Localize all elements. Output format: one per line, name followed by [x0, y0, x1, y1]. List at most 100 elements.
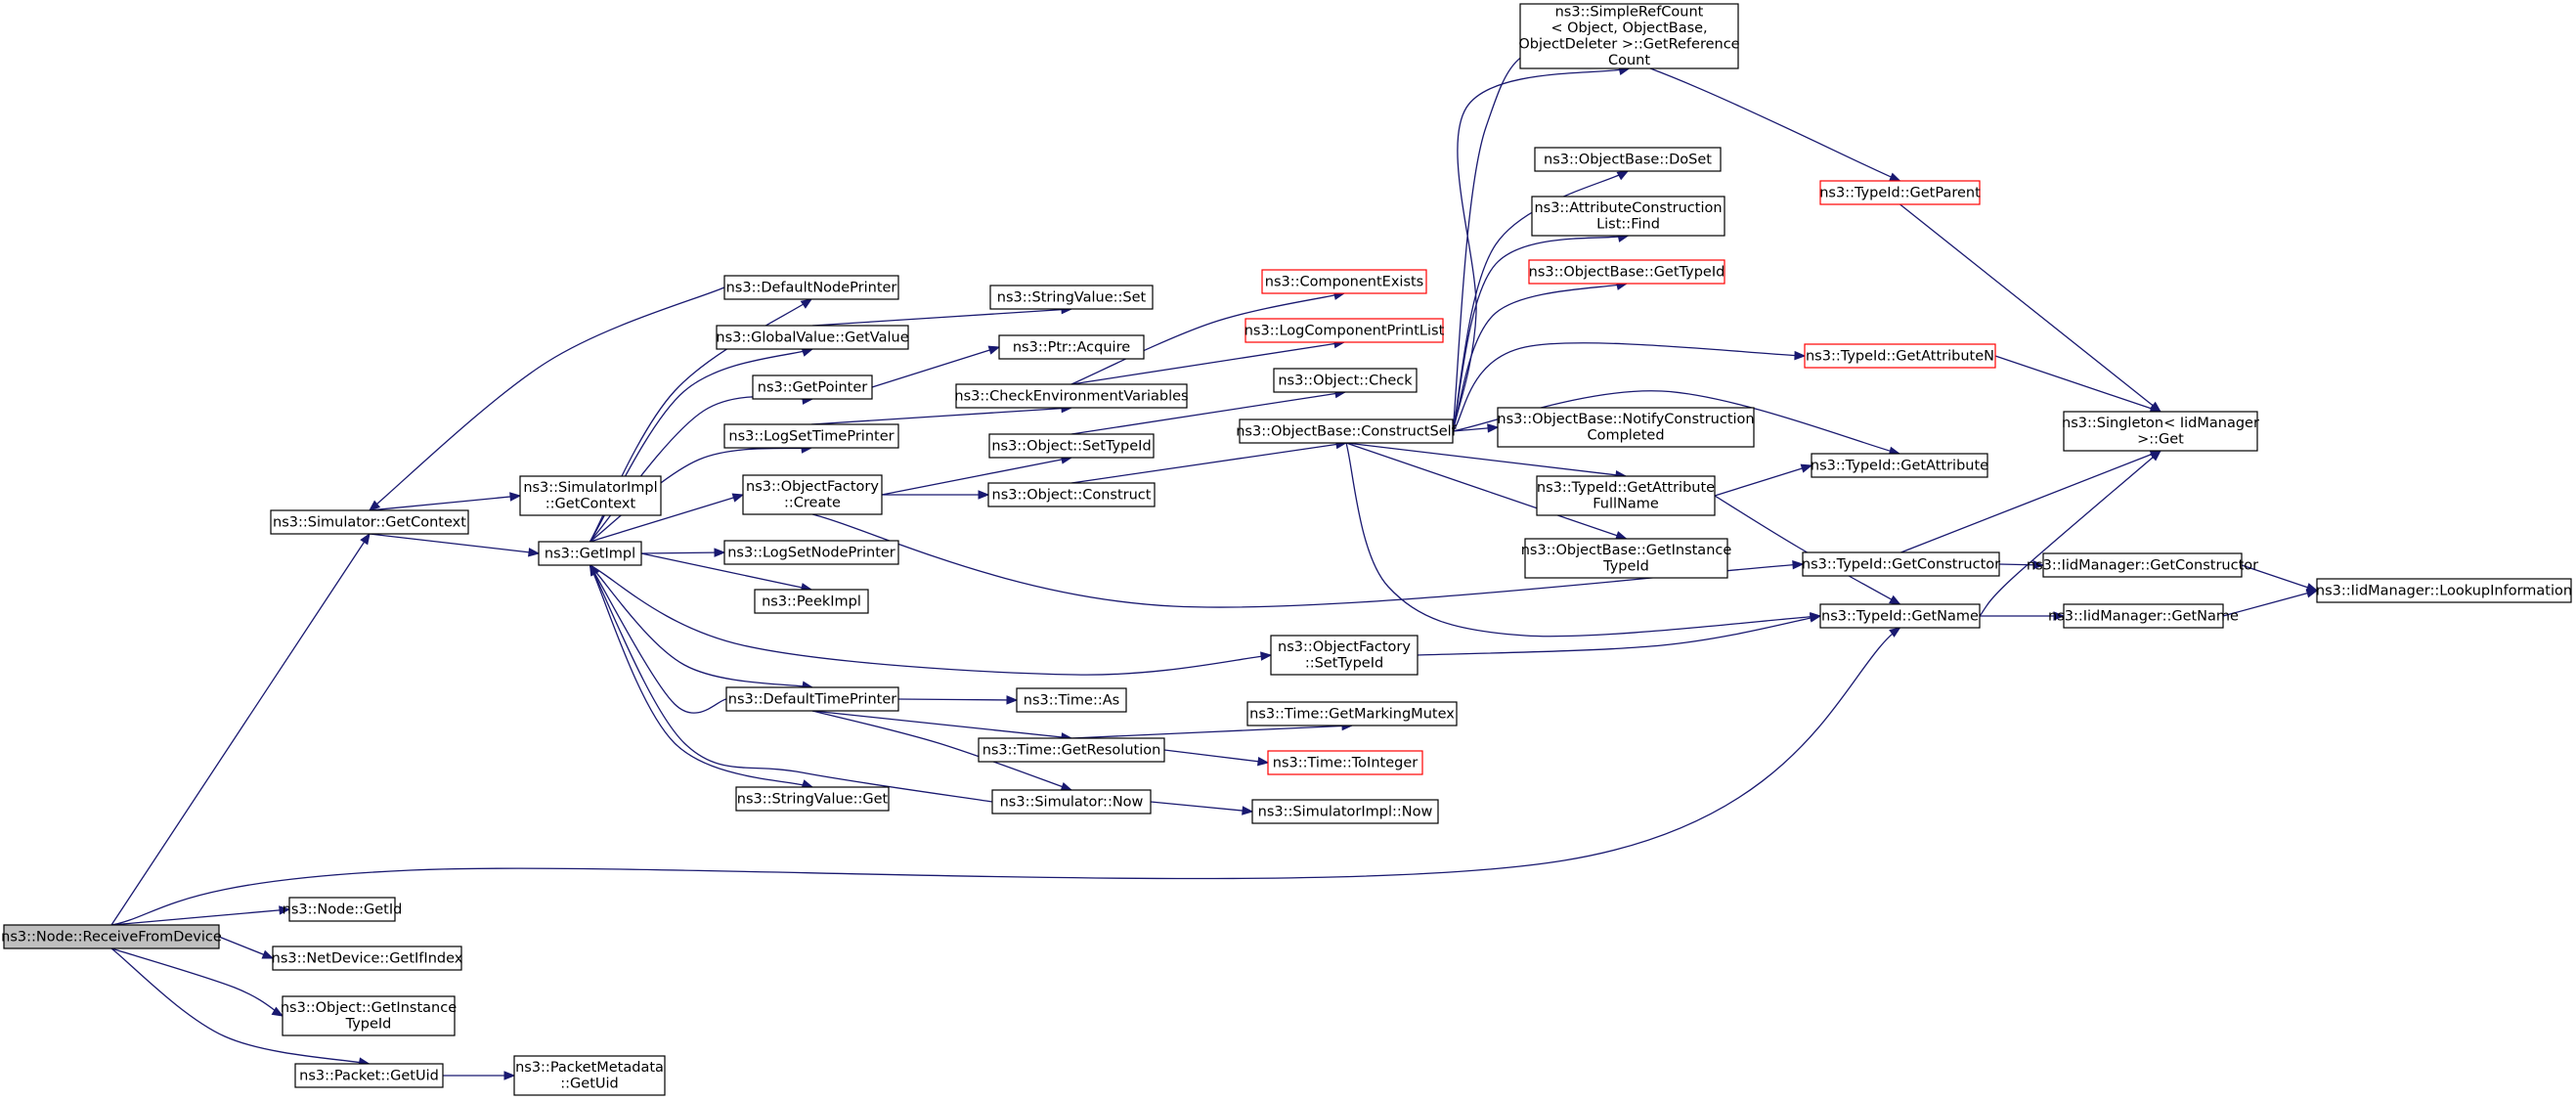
function-node[interactable]: ns3::ObjectBase::DoSet [1534, 147, 1722, 172]
function-node[interactable]: ns3::GlobalValue::GetValue [716, 325, 909, 350]
node-box [2063, 411, 2258, 452]
function-node[interactable]: ns3::TypeId::GetAttribute [1811, 453, 1988, 478]
function-node[interactable]: ns3::TypeId::GetName [1819, 603, 1981, 629]
node-label: ns3::ObjectBase::ConstructSelf [1236, 423, 1457, 439]
function-node[interactable]: ns3::SimulatorImpl::Now [1251, 799, 1439, 824]
node-label: ::SetTypeId [1305, 656, 1383, 672]
node-label: ::GetUid [560, 1077, 618, 1092]
function-node[interactable]: ns3::Time::GetMarkingMutex [1246, 701, 1458, 726]
node-box [978, 737, 1165, 763]
function-node[interactable]: ns3::TypeId::GetConstructor [1802, 551, 2000, 577]
node-box [723, 275, 899, 300]
function-node[interactable]: ns3::NetDevice::GetIfIndex [272, 946, 463, 971]
call-edge [897, 698, 1018, 701]
function-node[interactable]: ns3::DefaultTimePrinter [725, 686, 899, 712]
function-node[interactable]: ns3::Time::ToInteger [1267, 750, 1423, 775]
call-edge [589, 494, 744, 543]
node-box [1804, 343, 1996, 369]
function-node[interactable]: ns3::LogSetTimePrinter [723, 423, 899, 449]
function-node[interactable]: ns3::Time::GetResolution [978, 737, 1165, 763]
function-node[interactable]: ns3::SimpleRefCount< Object, ObjectBase,… [1518, 3, 1740, 69]
node-box [752, 374, 873, 400]
node-label: ns3::ObjectBase::NotifyConstruction [1497, 412, 1754, 427]
call-edge [369, 286, 725, 511]
node-label: ns3::Node::GetId [283, 902, 403, 917]
function-node[interactable]: ns3::LogSetNodePrinter [723, 540, 899, 565]
function-node[interactable]: ns3::Time::As [1016, 687, 1127, 713]
node-label: TypeId [1602, 559, 1649, 575]
function-node[interactable]: ns3::Singleton< IidManager >::Get [2062, 411, 2259, 452]
function-node[interactable]: ns3::GetPointer [752, 374, 873, 400]
node-label: ns3::DefaultTimePrinter [728, 691, 896, 707]
node-box [723, 540, 899, 565]
function-node[interactable]: ns3::ObjectBase::GetTypeId [1528, 259, 1725, 285]
function-node[interactable]: ns3::Object::SetTypeId [988, 433, 1155, 459]
node-box [1239, 418, 1454, 444]
root-function-node: ns3::Node::ReceiveFromDevice [1, 924, 222, 949]
node-label: ns3::TypeId::GetParent [1819, 185, 1981, 200]
arrowhead [368, 500, 381, 511]
function-node[interactable]: ns3::Ptr::Acquire [998, 334, 1145, 360]
node-label: ns3::Time::GetMarkingMutex [1249, 706, 1455, 722]
node-label: TypeId [345, 1017, 392, 1033]
function-node[interactable]: ns3::ObjectFactory::Create [742, 474, 883, 515]
call-edge [881, 457, 1072, 496]
node-box [294, 1063, 444, 1088]
call-edge [1070, 725, 1353, 739]
arrowhead [2032, 560, 2045, 570]
node-box [1246, 701, 1458, 726]
node-label: ns3::Ptr::Acquire [1013, 339, 1130, 355]
node-box [742, 474, 883, 515]
node-box [513, 1055, 666, 1096]
arrowhead [279, 905, 291, 915]
function-node[interactable]: ns3::ComponentExists [1261, 269, 1427, 294]
node-box [988, 433, 1155, 459]
function-node[interactable]: ns3::ObjectBase::NotifyConstructionCompl… [1497, 407, 1755, 448]
function-node[interactable]: ns3::GetImpl [538, 541, 642, 566]
function-node[interactable]: ns3::CheckEnvironmentVariables [954, 383, 1189, 409]
function-node[interactable]: ns3::TypeId::GetAttributeN [1804, 343, 1996, 369]
node-box [1819, 603, 1981, 629]
call-edge [1714, 495, 1900, 605]
function-node[interactable]: ns3::ObjectBase::ConstructSelf [1236, 418, 1458, 444]
function-node[interactable]: ns3::ObjectFactory::SetTypeId [1270, 635, 1419, 676]
node-label: >::Get [2137, 432, 2184, 448]
function-node[interactable]: ns3::Simulator::GetContext [270, 509, 469, 535]
node-label: FullName [1593, 497, 1659, 512]
function-node[interactable]: ns3::SimulatorImpl::GetContext [519, 475, 662, 516]
function-node[interactable]: ns3::StringValue::Get [735, 786, 890, 812]
node-box [1270, 635, 1419, 676]
function-node[interactable]: ns3::LogComponentPrintList [1244, 318, 1445, 343]
call-edge [640, 552, 812, 591]
function-node[interactable]: ns3::StringValue::Set [989, 285, 1154, 310]
call-edge [589, 395, 813, 543]
function-node[interactable]: ns3::Node::GetId [283, 897, 403, 922]
function-node[interactable]: ns3::Packet::GetUid [294, 1063, 444, 1088]
function-node[interactable]: ns3::IidManager::GetConstructor [2027, 552, 2258, 578]
call-edge [110, 947, 370, 1065]
node-label: ns3::StringValue::Set [997, 289, 1147, 305]
node-box [989, 285, 1154, 310]
function-node[interactable]: ns3::IidManager::GetName [2048, 603, 2239, 629]
call-edge [871, 346, 1000, 388]
arrowhead [503, 1071, 516, 1080]
function-node[interactable]: ns3::Object::Check [1273, 368, 1418, 393]
call-edge [1345, 442, 1627, 477]
function-node[interactable]: ns3::TypeId::GetParent [1819, 180, 1981, 205]
node-box [1244, 318, 1444, 343]
call-edge [1452, 235, 1629, 432]
call-edge [369, 533, 540, 554]
call-edge [1452, 283, 1628, 432]
function-node[interactable]: ns3::Simulator::Now [991, 789, 1152, 814]
function-node[interactable]: ns3::DefaultNodePrinter [723, 275, 899, 300]
function-node[interactable]: ns3::IidManager::LookupInformation [2316, 578, 2572, 603]
function-node[interactable]: ns3::PeekImpl [754, 589, 869, 614]
function-node[interactable]: ns3::Object::Construct [987, 482, 1156, 507]
node-label: ns3::Object::Construct [992, 487, 1152, 503]
function-node[interactable]: ns3::PacketMetadata::GetUid [513, 1055, 666, 1096]
node-label: ns3::ObjectBase::DoSet [1544, 152, 1712, 167]
